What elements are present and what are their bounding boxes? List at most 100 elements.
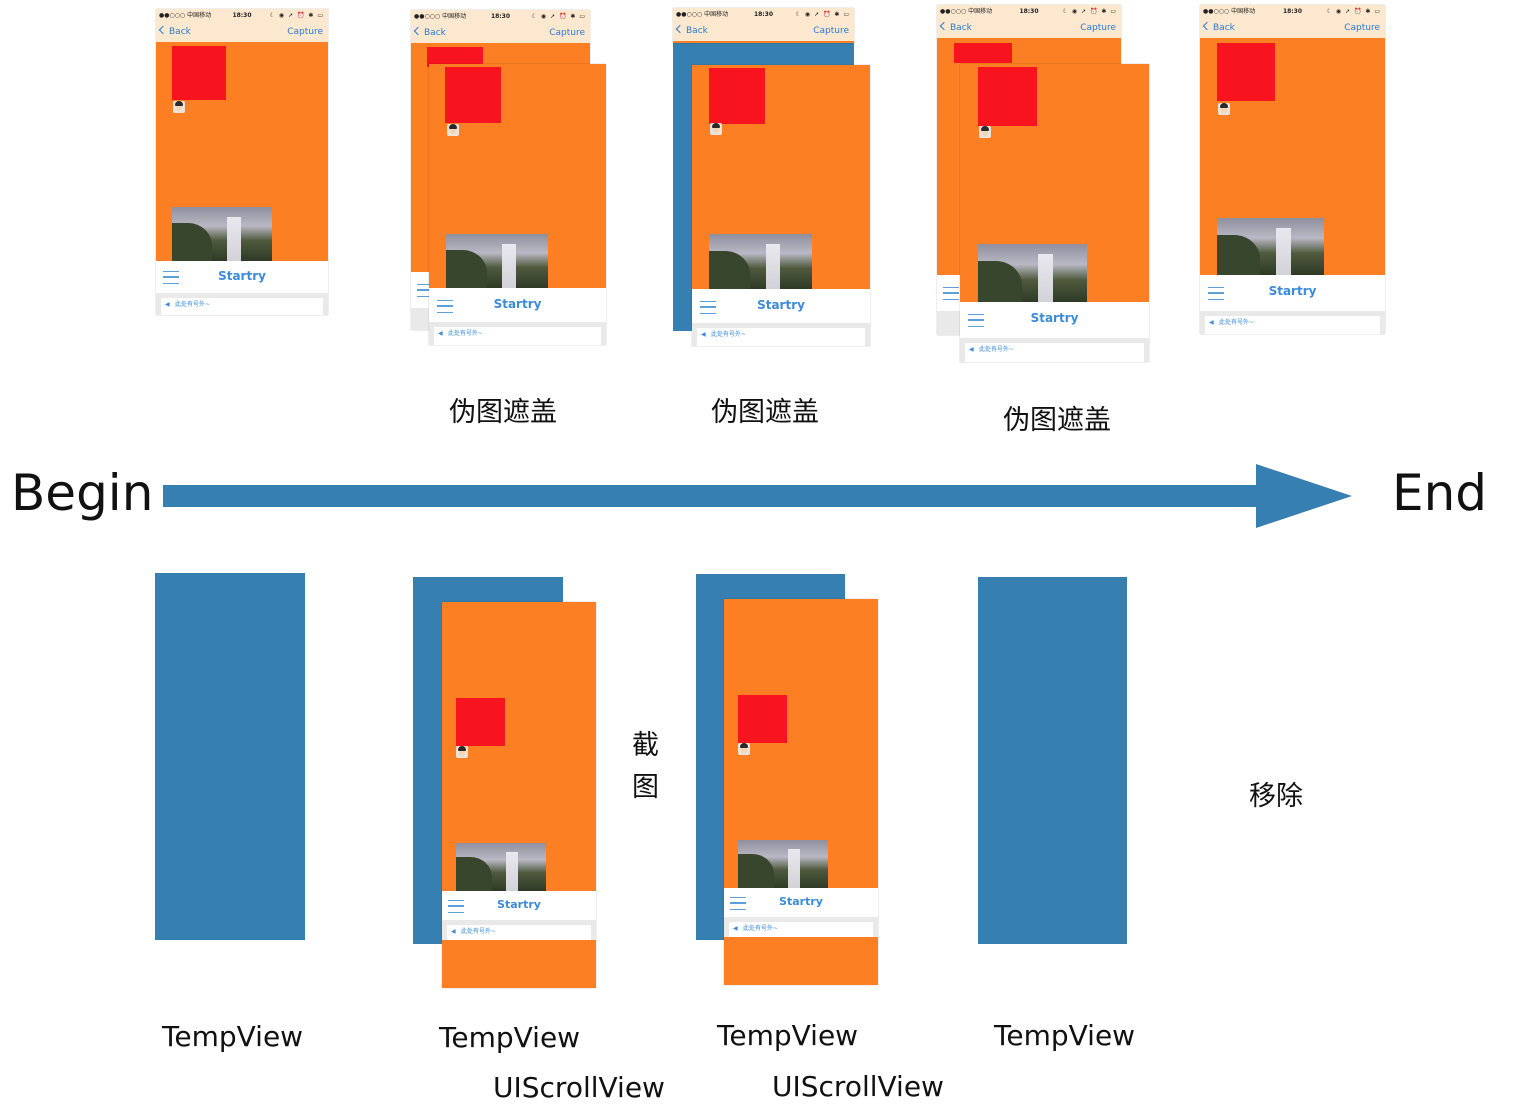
status-bar: ●●○○○ 中国移动 18:30☾ ◉ ➚ ⏰ ✱ ▭: [937, 5, 1121, 18]
scrollview-3: Startry 此处有号外~: [724, 599, 878, 985]
nav-bar: Back Capture: [673, 21, 854, 41]
avatar: [456, 746, 468, 758]
screenshot-label-2: 图: [632, 772, 659, 803]
stage3-header-screenshot: ●●○○○ 中国移动 18:30☾ ◉ ➚ ⏰ ✱ ▭ Back Capture: [673, 8, 854, 43]
capture-button[interactable]: Capture: [1344, 23, 1380, 33]
tab-bar: Startry: [429, 288, 606, 322]
tempview-1: [155, 573, 305, 940]
tempview-label-4: TempView: [994, 1019, 1136, 1052]
stage4-front-screenshot: Startry 此处有号外~: [960, 64, 1149, 362]
arrow-head: [1256, 464, 1352, 528]
notice-bar: 此处有号外~: [1200, 311, 1385, 334]
arrow-shaft: [163, 485, 1259, 507]
menu-icon[interactable]: [417, 284, 433, 297]
tab-title: Startry: [757, 298, 805, 312]
notice-bar: 此处有号外~: [156, 293, 328, 315]
fake-cover-label-3: 伪图遮盖: [1003, 405, 1111, 436]
menu-icon[interactable]: [437, 300, 453, 313]
scrollview-2: Startry 此处有号外~: [442, 602, 596, 988]
tempview-label-3: TempView: [717, 1019, 859, 1052]
stage3-front-screenshot: Startry 此处有号外~: [692, 65, 870, 346]
status-bar: ●●○○○ 中国移动 18:30☾ ◉ ➚ ⏰ ✱ ▭: [156, 9, 328, 22]
tab-title: Startry: [1030, 311, 1079, 325]
waterfall-photo: [456, 843, 546, 891]
tempview-label-1: TempView: [162, 1020, 304, 1053]
screenshot-label-1: 截: [632, 730, 659, 761]
avatar: [710, 123, 722, 135]
tab-title: Startry: [218, 269, 266, 283]
avatar: [979, 126, 991, 138]
red-square: [954, 43, 1012, 63]
waterfall-photo: [1217, 218, 1324, 275]
begin-label: Begin: [11, 464, 154, 522]
tab-bar: Startry: [724, 888, 878, 917]
tab-bar: Startry: [692, 289, 870, 323]
notice-bar: 此处有号外~: [429, 322, 606, 345]
chevron-left-icon: [939, 21, 949, 31]
red-square: [456, 698, 505, 746]
back-button[interactable]: Back: [1202, 18, 1235, 38]
tab-bar: Startry: [442, 891, 596, 920]
end-label: End: [1392, 464, 1488, 522]
tab-title: Startry: [493, 297, 542, 311]
tab-title: Startry: [497, 898, 541, 911]
fake-cover-label-1: 伪图遮盖: [449, 397, 557, 428]
red-square: [445, 67, 501, 123]
status-bar: ●●○○○ 中国移动 18:30☾ ◉ ➚ ⏰ ✱ ▭: [673, 8, 854, 21]
nav-bar: Back Capture: [156, 22, 328, 42]
waterfall-photo: [978, 244, 1087, 302]
red-square: [709, 68, 765, 124]
red-square: [427, 47, 483, 67]
back-button[interactable]: Back: [675, 21, 708, 41]
back-button[interactable]: Back: [413, 23, 446, 43]
uiscrollview-label-2: UIScrollView: [772, 1070, 944, 1103]
nav-bar: Back Capture: [411, 23, 590, 43]
capture-button[interactable]: Capture: [813, 26, 849, 36]
waterfall-photo: [709, 234, 812, 289]
red-square: [172, 46, 226, 100]
red-square: [978, 67, 1037, 126]
notice-bar: 此处有号外~: [724, 917, 878, 937]
capture-button[interactable]: Capture: [549, 28, 585, 38]
notice-bar: 此处有号外~: [442, 920, 596, 940]
back-button[interactable]: Back: [939, 18, 972, 38]
tab-bar: Startry: [960, 302, 1149, 338]
avatar: [738, 743, 750, 755]
menu-icon[interactable]: [1208, 287, 1224, 300]
tab-bar: Startry: [1200, 275, 1385, 311]
capture-button[interactable]: Capture: [287, 27, 323, 37]
tab-title: Startry: [779, 895, 823, 908]
menu-icon[interactable]: [943, 287, 959, 300]
uiscrollview-label-1: UIScrollView: [493, 1071, 665, 1104]
chevron-left-icon: [1202, 21, 1212, 31]
avatar: [173, 101, 185, 113]
avatar: [1218, 103, 1230, 115]
chevron-left-icon: [158, 25, 168, 35]
back-button[interactable]: Back: [158, 22, 191, 42]
waterfall-photo: [738, 840, 828, 888]
menu-icon[interactable]: [968, 314, 984, 327]
tab-bar: Startry: [156, 261, 328, 293]
chevron-left-icon: [675, 24, 685, 34]
nav-bar: Back Capture: [937, 18, 1121, 38]
menu-icon[interactable]: [730, 897, 746, 910]
avatar: [447, 124, 459, 136]
timeline-arrow: [163, 464, 1352, 528]
notice-bar: 此处有号外~: [692, 323, 870, 346]
remove-label: 移除: [1249, 781, 1303, 812]
status-bar: ●●○○○ 中国移动 18:30☾ ◉ ➚ ⏰ ✱ ▭: [1200, 5, 1385, 18]
chevron-left-icon: [413, 26, 423, 36]
menu-icon[interactable]: [448, 900, 464, 913]
waterfall-photo: [172, 207, 272, 261]
tab-title: Startry: [1268, 284, 1317, 298]
notice-bar: 此处有号外~: [960, 338, 1149, 362]
menu-icon[interactable]: [163, 271, 179, 284]
tempview-label-2: TempView: [439, 1021, 581, 1054]
red-square: [738, 695, 787, 743]
capture-button[interactable]: Capture: [1080, 23, 1116, 33]
status-bar: ●●○○○ 中国移动 18:30☾ ◉ ➚ ⏰ ✱ ▭: [411, 10, 590, 23]
waterfall-photo: [446, 234, 548, 288]
menu-icon[interactable]: [700, 301, 716, 314]
